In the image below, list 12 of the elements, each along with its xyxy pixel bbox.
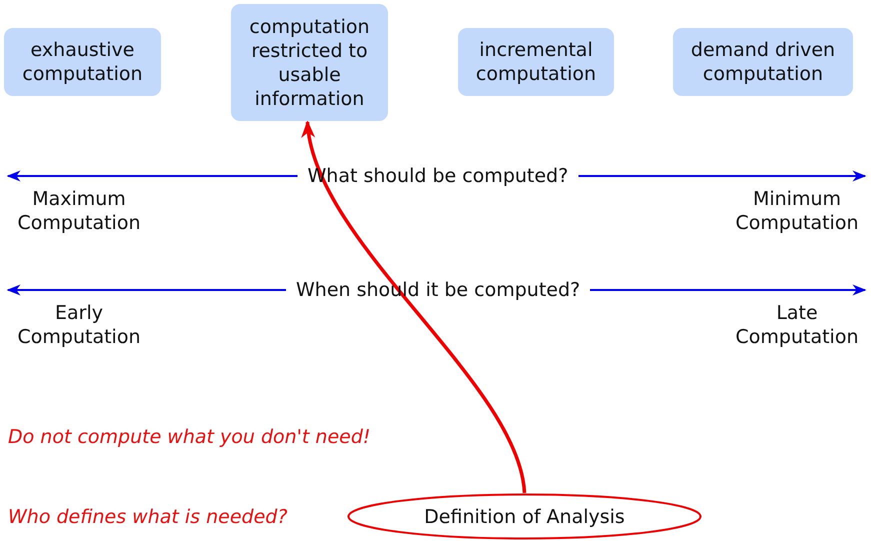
note-text: Who defines what is needed?	[8, 506, 288, 528]
rounded-box: demand driven computation	[673, 28, 853, 96]
rounded-box: incremental computation	[458, 28, 614, 96]
rounded-box: exhaustive computation	[4, 28, 161, 96]
axis-end-label: Maximum Computation	[16, 187, 142, 235]
rounded-box: computation restricted to usable information	[231, 4, 388, 121]
curved-arrow	[303, 120, 526, 494]
axis-end-label: Early Computation	[16, 301, 142, 349]
ellipse-node: Definition of Analysis	[347, 493, 702, 540]
note-text: Do not compute what you don't need!	[8, 426, 371, 448]
axis-end-label: Late Computation	[734, 301, 860, 349]
axis-end-label: Minimum Computation	[734, 187, 860, 235]
